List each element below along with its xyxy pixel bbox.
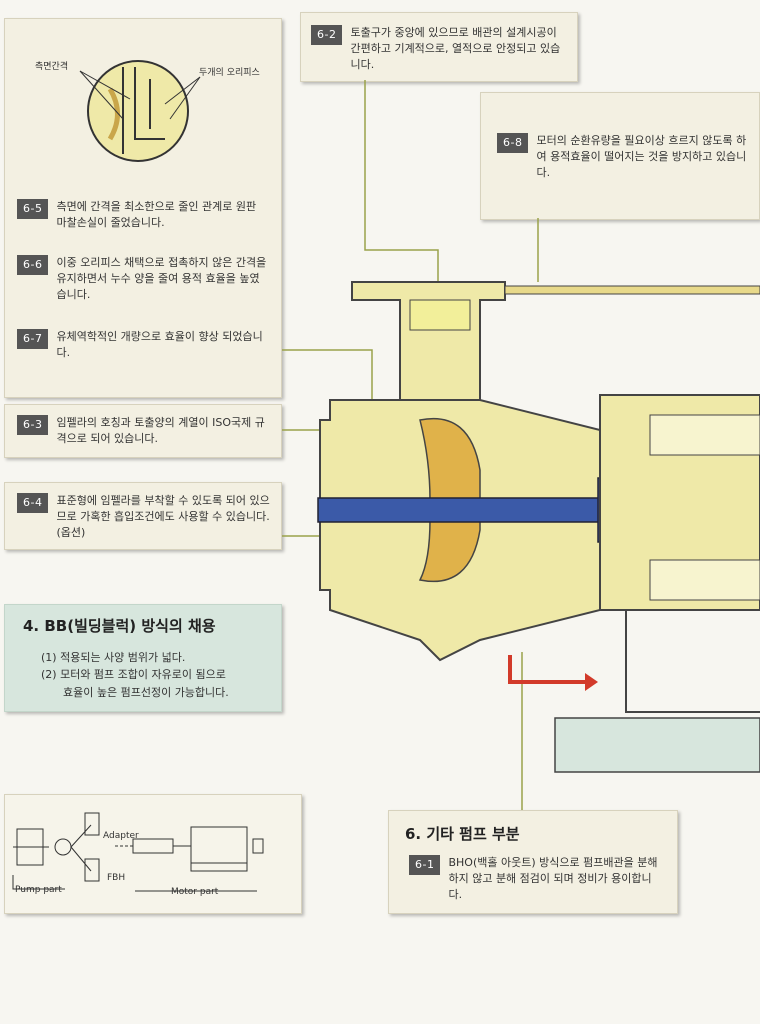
tag-6-8: 6-8 — [497, 133, 529, 153]
orifice-label: 두개의 오리피스 — [199, 68, 260, 78]
callout-box-6-4: 6-4 표준형에 임펠라를 부착할 수 있도록 되어 있으므로 가혹한 흡입조건… — [4, 482, 282, 550]
callout-6-8-text: 모터의 순환유량을 필요이상 흐르지 않도록 하여 용적효율이 떨어지는 것을 … — [536, 134, 747, 179]
adapter-label: Adapter — [103, 831, 139, 841]
other-pump-section: 6. 기타 펌프 부분 6-1 BHO(백홀 아웃트) 방식으로 펌프배관을 분… — [388, 810, 678, 914]
orifice-detail-illustration — [79, 60, 201, 162]
detail-panel: 측면간격 두개의 오리피스 6-5 측면에 간격을 최소한으로 줄인 관계로 원… — [4, 18, 282, 398]
bb-item-2: (2) 모터와 펌프 조합이 자유로이 됨으로 — [41, 668, 226, 681]
bb-item-2-cont: 효율이 높은 펌프선정이 가능합니다. — [63, 686, 229, 699]
other-title: 6. 기타 펌프 부분 — [405, 825, 520, 843]
tag-6-2: 6-2 — [311, 25, 343, 45]
tag-6-6: 6-6 — [17, 255, 49, 275]
callout-6-1-text: BHO(백홀 아웃트) 방식으로 펌프배관을 분해하지 않고 분해 점검이 되며… — [448, 856, 658, 901]
pump-part-label: Pump part — [15, 885, 62, 895]
tag-6-1: 6-1 — [409, 855, 441, 875]
tag-6-3: 6-3 — [17, 415, 49, 435]
callout-6-4-text: 표준형에 임펠라를 부착할 수 있도록 되어 있으므로 가혹한 흡입조건에도 사… — [56, 494, 270, 539]
callout-box-6-8: 6-8 모터의 순환유량을 필요이상 흐르지 않도록 하여 용적효율이 떨어지는… — [480, 92, 760, 220]
tag-6-7: 6-7 — [17, 329, 49, 349]
side-gap-label: 측면간격 — [35, 62, 69, 72]
callout-6-6-text: 이중 오리피스 채택으로 접촉하지 않은 간격을 유지하면서 누수 양을 줄여 … — [56, 256, 267, 301]
callout-box-6-2: 6-2 토출구가 중앙에 있으므로 배관의 설계시공이 간편하고 기계적으로, … — [300, 12, 578, 82]
callout-box-6-3: 6-3 임펠라의 호칭과 토출양의 계열이 ISO국제 규격으로 되어 있습니다… — [4, 404, 282, 458]
fbh-label: FBH — [107, 873, 126, 883]
pump-motor-schematic — [12, 812, 264, 892]
callout-6-2-text: 토출구가 중앙에 있으므로 배관의 설계시공이 간편하고 기계적으로, 열적으로… — [350, 26, 561, 71]
schematic-panel: Adapter FBH Pump part Motor part — [4, 794, 302, 914]
bb-section: 4. BB(빌딩블럭) 방식의 채용 (1) 적용되는 사양 범위가 넓다. (… — [4, 604, 282, 712]
tag-6-4: 6-4 — [17, 493, 49, 513]
callout-6-7-text: 유체역학적인 개량으로 효율이 향상 되었습니다. — [56, 330, 263, 359]
motor-part-label: Motor part — [171, 887, 219, 897]
bb-item-1: (1) 적용되는 사양 범위가 넓다. — [41, 651, 186, 664]
tag-6-5: 6-5 — [17, 199, 49, 219]
bb-title: 4. BB(빌딩블럭) 방식의 채용 — [23, 617, 216, 635]
callout-6-5-text: 측면에 간격을 최소한으로 줄인 관계로 원판 마찰손실이 줄었습니다. — [56, 200, 257, 229]
callout-6-3-text: 임펠라의 호칭과 토출양의 계열이 ISO국제 규격으로 되어 있습니다. — [56, 416, 265, 445]
